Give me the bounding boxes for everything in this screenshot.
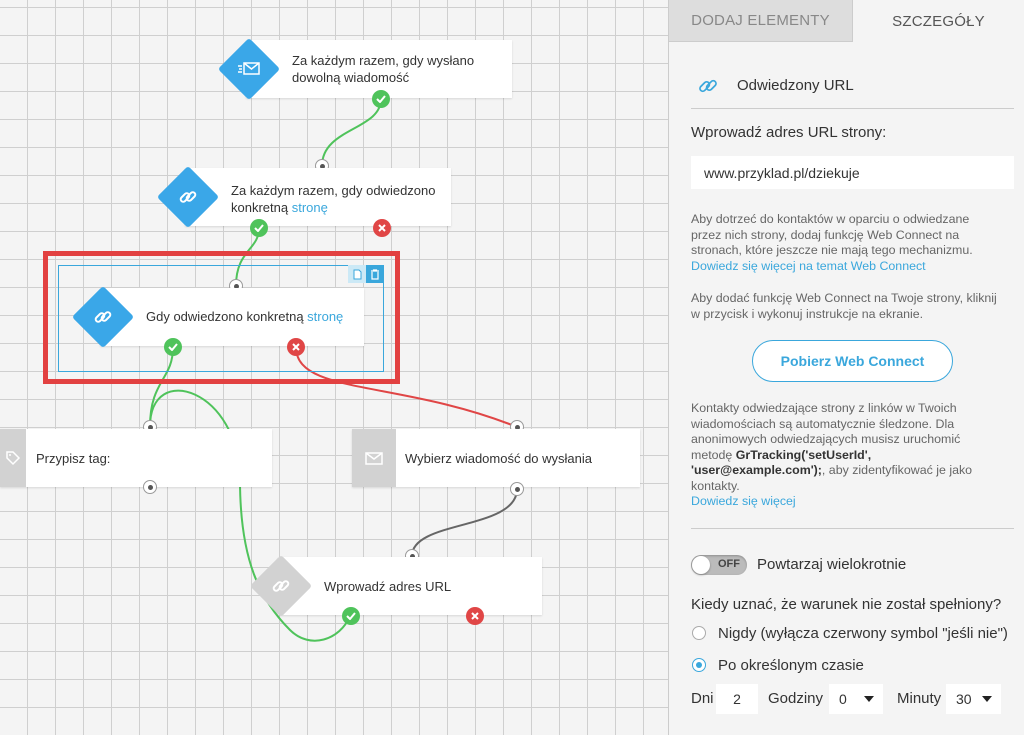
node-visit-trigger-line1: Za każdym razem, gdy odwiedzono <box>231 183 436 198</box>
repeat-label: Powtarzaj wielokrotnie <box>757 556 907 573</box>
learn-more-link[interactable]: Dowiedz się więcej <box>691 494 796 508</box>
help-text: Aby dodać funkcję Web Connect na Twoje s… <box>691 291 997 305</box>
days-input[interactable] <box>716 684 758 714</box>
node-visit-condition[interactable]: Gdy odwiedzono konkretną stronę <box>100 288 364 346</box>
failure-x-icon[interactable] <box>466 607 484 625</box>
toggle-state: OFF <box>718 558 740 570</box>
highlight-box <box>43 251 400 384</box>
node-enter-url[interactable]: Wprowadź adres URL <box>278 557 542 615</box>
node-email-trigger-line2: dowolną wiadomość <box>292 70 410 85</box>
help-text: kontakty. <box>691 478 740 493</box>
node-visit-condition-label: Gdy odwiedzono konkretną <box>146 309 308 324</box>
panel-title-row: Odwiedzony URL <box>691 75 1014 109</box>
success-check-icon[interactable] <box>250 219 268 237</box>
link-icon <box>156 165 220 229</box>
minutes-label: Minuty <box>897 690 942 707</box>
selection-box <box>58 265 384 372</box>
connector-output[interactable] <box>143 480 157 494</box>
node-choose-message[interactable]: Wybierz wiadomość do wysłania <box>352 429 640 487</box>
help-text: w przycisk i wykonuj instrukcje na ekran… <box>691 306 924 321</box>
failure-x-icon[interactable] <box>287 338 305 356</box>
help-text: Aby dotrzeć do kontaktów w oparciu o odw… <box>691 212 970 226</box>
details-panel: DODAJ ELEMENTY SZCZEGÓŁY Odwiedzony URL … <box>668 0 1024 735</box>
help-text: przez nich strony, dodaj funkcję Web Con… <box>691 227 960 242</box>
url-label: Wprowadź adres URL strony: <box>691 124 887 141</box>
success-check-icon[interactable] <box>342 607 360 625</box>
mail-fast-icon <box>217 37 281 101</box>
node-email-trigger[interactable]: Za każdym razem, gdy wysłano dowolną wia… <box>246 40 512 98</box>
help-text: metodę <box>691 447 736 462</box>
help-tracking: Kontakty odwiedzające strony z linków w … <box>691 401 1017 510</box>
radio-never[interactable] <box>692 626 706 640</box>
divider <box>691 528 1014 529</box>
help-text: , aby zidentyfikować je jako <box>821 463 973 477</box>
code-text: 'user@example.com'); <box>691 463 822 477</box>
connector-output[interactable] <box>510 482 524 496</box>
failure-x-icon[interactable] <box>373 219 391 237</box>
node-assign-tag[interactable]: Przypisz tag: <box>0 429 272 487</box>
tab-add-elements[interactable]: DODAJ ELEMENTY <box>669 0 853 42</box>
node-visit-condition-link[interactable]: stronę <box>307 309 344 324</box>
toggle-knob <box>692 556 710 574</box>
hours-value: 0 <box>839 691 847 707</box>
radio-after-time[interactable] <box>692 658 706 672</box>
radio-after-time-label: Po określonym czasie <box>718 657 864 674</box>
minutes-select[interactable]: 30 <box>946 684 1001 714</box>
chevron-down-icon <box>864 696 874 702</box>
repeat-toggle[interactable]: OFF <box>691 555 747 575</box>
learn-web-connect-link[interactable]: Dowiedz się więcej na temat Web Connect <box>691 258 926 273</box>
duplicate-icon[interactable] <box>348 265 366 283</box>
panel-tabs: DODAJ ELEMENTY SZCZEGÓŁY <box>669 0 1024 42</box>
node-email-trigger-line1: Za każdym razem, gdy wysłano <box>292 53 475 68</box>
help-text: anonimowych odwiedzających musisz urucho… <box>691 432 961 446</box>
code-text: GrTracking('setUserId', <box>735 447 872 462</box>
node-tools <box>348 265 384 283</box>
trash-icon[interactable] <box>366 265 384 283</box>
success-check-icon[interactable] <box>372 90 390 108</box>
minutes-value: 30 <box>956 691 972 707</box>
node-choose-message-label: Wybierz wiadomość do wysłania <box>405 451 593 466</box>
link-icon <box>697 75 721 99</box>
chevron-down-icon <box>982 696 992 702</box>
help-text: wiadomościach są automatycznie śledzone.… <box>691 416 955 431</box>
link-icon <box>71 285 135 349</box>
hours-label: Godziny <box>768 690 824 707</box>
get-web-connect-button[interactable]: Pobierz Web Connect <box>752 340 953 382</box>
timeout-question: Kiedy uznać, że warunek nie został spełn… <box>691 596 1002 613</box>
node-assign-tag-label: Przypisz tag: <box>36 451 111 466</box>
tab-details[interactable]: SZCZEGÓŁY <box>853 0 1024 42</box>
radio-never-label: Nigdy (wyłącza czerwony symbol "jeśli ni… <box>718 625 1008 642</box>
hours-select[interactable]: 0 <box>829 684 883 714</box>
envelope-icon <box>352 429 396 487</box>
workflow-canvas[interactable]: Za każdym razem, gdy wysłano dowolną wia… <box>0 0 668 735</box>
days-label: Dni <box>691 690 714 707</box>
url-input[interactable] <box>691 156 1014 189</box>
link-icon <box>249 554 313 618</box>
node-enter-url-label: Wprowadź adres URL <box>324 579 452 594</box>
node-visit-trigger-link[interactable]: stronę <box>291 200 328 215</box>
node-visit-trigger[interactable]: Za każdym razem, gdy odwiedzono konkretn… <box>185 168 451 226</box>
help-add-web-connect: Aby dodać funkcję Web Connect na Twoje s… <box>691 291 1017 322</box>
help-text: Kontakty odwiedzające strony z linków w … <box>691 401 957 415</box>
help-web-connect: Aby dotrzeć do kontaktów w oparciu o odw… <box>691 212 1017 274</box>
tag-icon <box>0 429 26 487</box>
panel-title: Odwiedzony URL <box>737 77 854 94</box>
success-check-icon[interactable] <box>164 338 182 356</box>
node-visit-trigger-line2: konkretną <box>231 200 292 215</box>
help-text: stronach, które jeszcze nie mają tego me… <box>691 243 973 257</box>
